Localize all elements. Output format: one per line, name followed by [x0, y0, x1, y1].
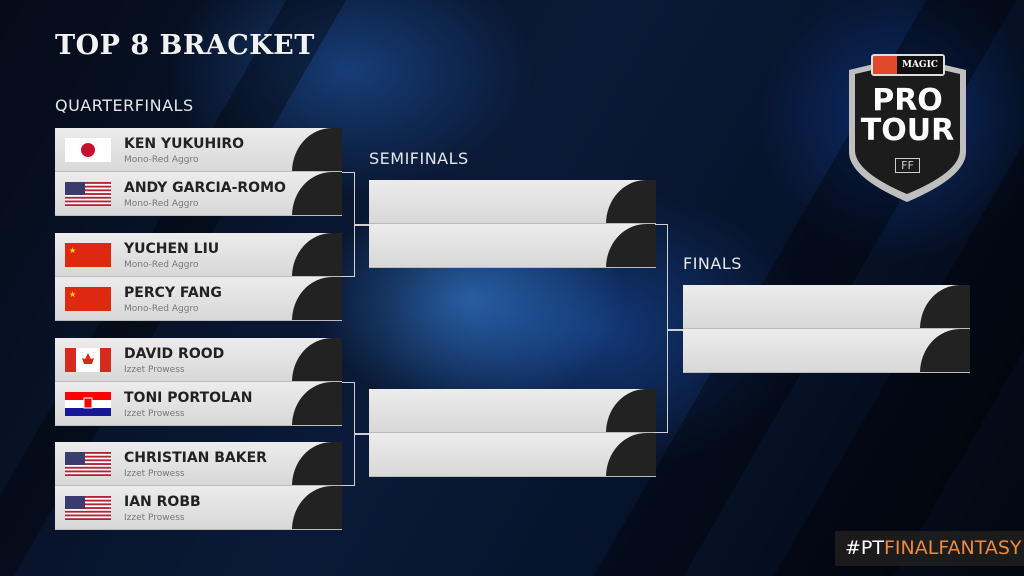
logo-pro: PRO [872, 83, 943, 118]
player-deck: Mono-Red Aggro [124, 199, 199, 209]
hashtag-banner: #PTFINALFANTASY [835, 531, 1024, 566]
page-title: TOP 8 BRACKET [55, 30, 315, 61]
svg-text:★: ★ [69, 290, 76, 299]
score-tab [292, 277, 342, 320]
player-deck: Izzet Prowess [124, 365, 185, 375]
bracket-connector [655, 224, 668, 433]
china-flag-icon: ★ [65, 243, 111, 267]
player-name: ANDY GARCIA-ROMO [124, 180, 286, 196]
score-tab [292, 172, 342, 215]
player-row: ★ YUCHEN LIU Mono-Red Aggro [55, 233, 342, 277]
usa-flag-icon [65, 496, 111, 521]
china-flag-icon: ★ [65, 287, 111, 311]
player-deck: Mono-Red Aggro [124, 304, 199, 314]
bracket-connector [355, 433, 369, 435]
score-tab [292, 233, 342, 276]
hashtag-prefix: #PT [845, 537, 884, 559]
player-row: ★ PERCY FANG Mono-Red Aggro [55, 277, 342, 321]
quarterfinal-match: ★ YUCHEN LIU Mono-Red Aggro ★ PERCY FANG Mono… [55, 233, 342, 321]
player-row: KEN YUKUHIRO Mono-Red Aggro [55, 128, 342, 172]
japan-flag-icon [65, 138, 111, 162]
hashtag-suffix: FINALFANTASY [883, 537, 1022, 559]
player-deck: Mono-Red Aggro [124, 155, 199, 165]
player-deck: Izzet Prowess [124, 409, 185, 419]
player-name: PERCY FANG [124, 285, 222, 301]
croatia-flag-icon [65, 392, 111, 416]
score-tab [292, 486, 342, 529]
player-row: DAVID ROOD Izzet Prowess [55, 338, 342, 382]
magic-brand: MAGIC [897, 56, 943, 74]
semifinal-match-2 [369, 389, 656, 477]
bracket-connector [355, 224, 369, 226]
player-deck: Mono-Red Aggro [124, 260, 199, 270]
final-match [683, 285, 970, 373]
score-tab [292, 338, 342, 381]
score-tab [292, 128, 342, 171]
player-name: KEN YUKUHIRO [124, 136, 245, 152]
bracket-connector [342, 172, 355, 277]
player-row: IAN ROBB Izzet Prowess [55, 486, 342, 530]
bracket-connector [342, 382, 355, 486]
score-tab [292, 442, 342, 485]
player-row: TONI PORTOLAN Izzet Prowess [55, 382, 342, 426]
bracket-connector [668, 329, 683, 331]
pro-tour-logo: MAGIC PRO TOUR FF [845, 52, 970, 204]
usa-flag-icon [65, 452, 111, 477]
player-name: IAN ROBB [124, 494, 201, 510]
usa-flag-icon [65, 182, 111, 207]
player-name: DAVID ROOD [124, 346, 225, 362]
logo-tour: TOUR [860, 113, 955, 148]
player-name: YUCHEN LIU [124, 241, 220, 257]
player-row: CHRISTIAN BAKER Izzet Prowess [55, 442, 342, 486]
logo-ff: FF [895, 158, 920, 173]
player-name: TONI PORTOLAN [124, 390, 253, 406]
semifinals-label: SEMIFINALS [369, 149, 469, 168]
player-deck: Izzet Prowess [124, 513, 185, 523]
finals-label: FINALS [683, 254, 742, 273]
quarterfinals-label: QUARTERFINALS [55, 96, 194, 115]
player-row: ANDY GARCIA-ROMO Mono-Red Aggro [55, 172, 342, 216]
player-name: CHRISTIAN BAKER [124, 450, 267, 466]
canada-flag-icon [65, 348, 111, 372]
score-tab [292, 382, 342, 425]
semifinal-match-1 [369, 180, 656, 268]
player-deck: Izzet Prowess [124, 469, 185, 479]
svg-text:★: ★ [69, 246, 76, 255]
